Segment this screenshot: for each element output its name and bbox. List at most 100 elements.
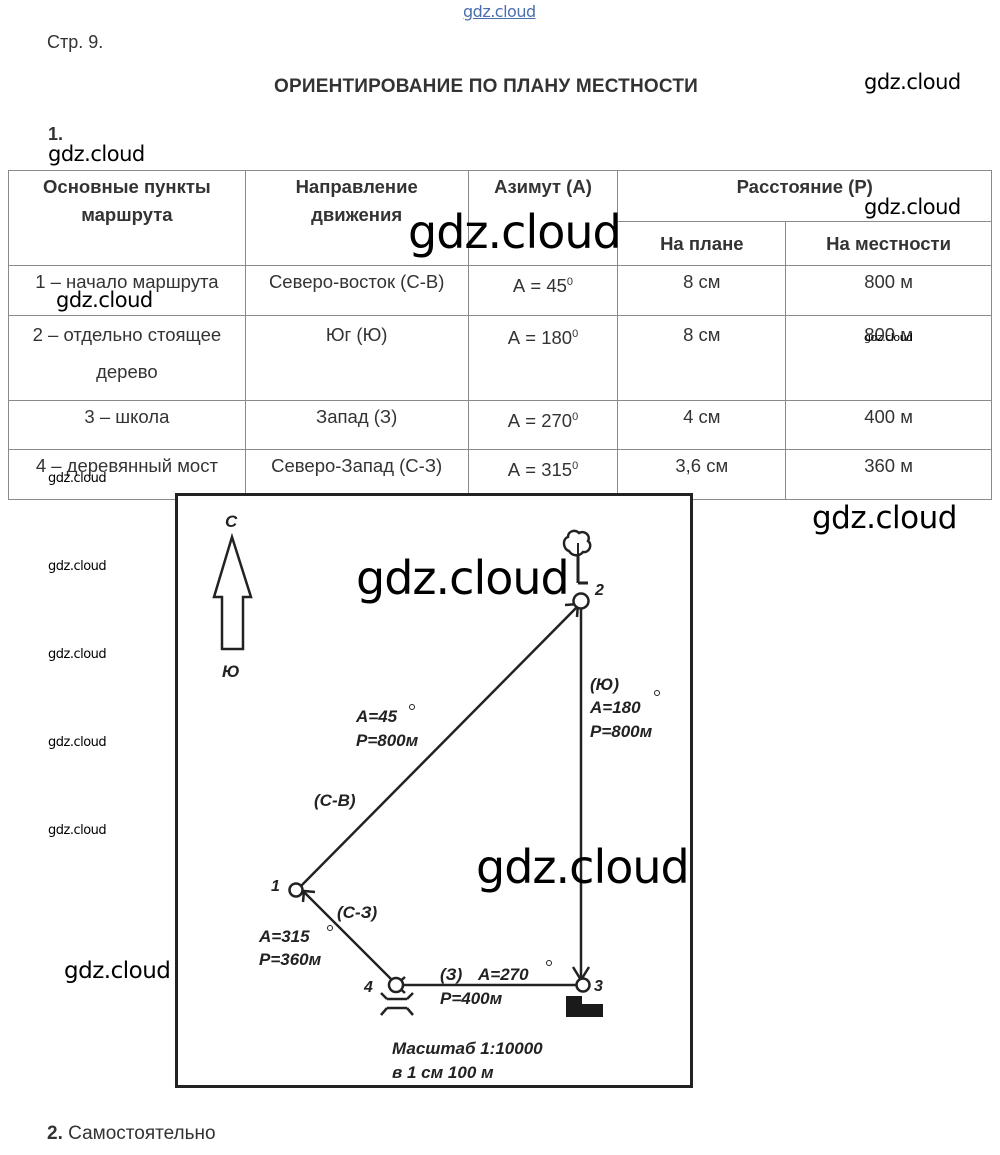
cell-point: 2 – отдельно стоящее дерево — [8, 315, 246, 401]
leg-2-3-direction: (Ю) — [590, 675, 619, 694]
cell-direction: Северо-Запад (С-З) — [244, 449, 469, 500]
point-1-label: 1 — [271, 878, 280, 895]
cell-point: 1 – начало маршрута — [8, 265, 246, 316]
header-on-ground: На местности — [785, 221, 992, 266]
point-3-marker — [575, 977, 591, 993]
leg-1-2-direction: (С-В) — [314, 791, 356, 810]
watermark: gdz.cloud — [48, 647, 107, 662]
leg-3-4-direction: (З) — [440, 965, 463, 984]
table-row: 3 – школа Запад (З) А = 2700 4 см 400 м — [8, 400, 992, 450]
point-4-label: 4 — [363, 979, 373, 996]
map-scale-note: в 1 см 100 м — [392, 1063, 494, 1082]
route-points — [288, 592, 591, 994]
school-icon — [566, 996, 603, 1017]
tree-icon — [562, 529, 592, 585]
table-row: 2 – отдельно стоящее дерево Юг (Ю) А = 1… — [8, 315, 992, 401]
point-2-marker — [572, 592, 590, 610]
watermark: gdz.cloud — [463, 2, 536, 21]
map-scale: Масштаб 1:10000 — [392, 1039, 543, 1058]
azimuth-value: А = 270 — [507, 410, 573, 432]
watermark: gdz.cloud — [48, 142, 145, 166]
cell-direction: Юг (Ю) — [244, 315, 469, 401]
route-leg-1-2 — [296, 603, 581, 891]
route-lines — [296, 601, 583, 987]
cell-point: 4 – деревянный мост — [8, 449, 246, 500]
leg-2-3-azimuth: А=180 — [589, 698, 641, 717]
degree-mark — [546, 960, 552, 966]
cell-direction: Запад (З) — [244, 400, 469, 450]
north-label: С — [225, 512, 238, 531]
point-1-marker — [288, 882, 304, 898]
leg-4-1-direction: (С-З) — [337, 903, 378, 922]
route-plan-map: С Ю 1 2 3 4 — [175, 493, 693, 1088]
table-row: 1 – начало маршрута Северо-восток (С-В) … — [8, 265, 992, 316]
cell-ground: 800 м — [785, 315, 992, 401]
watermark: gdz.cloud — [864, 70, 961, 94]
leg-2-3-distance: Р=800м — [590, 722, 653, 741]
cell-plan: 4 см — [617, 400, 787, 450]
watermark: gdz.cloud — [476, 840, 690, 894]
cell-azimuth: А = 450 — [467, 265, 619, 316]
page-label: Стр. 9. — [47, 32, 104, 52]
watermark: gdz.cloud — [864, 195, 961, 219]
watermark: gdz.cloud — [864, 331, 913, 344]
watermark: gdz.cloud — [48, 471, 107, 486]
degree-mark — [654, 690, 660, 696]
table-subheader-row: На плане На местности — [9, 221, 992, 266]
degree-mark: 0 — [572, 328, 579, 340]
degree-mark: 0 — [572, 411, 579, 423]
header-azimuth: Азимут (А) — [467, 170, 619, 266]
header-points: Основные пункты маршрута — [8, 170, 246, 266]
cell-azimuth: А = 1800 — [467, 315, 619, 401]
azimuth-value: А = 315 — [507, 459, 573, 481]
watermark: gdz.cloud — [812, 500, 957, 536]
header-distance: Расстояние (Р) — [617, 170, 992, 222]
leg-4-1-distance: Р=360м — [259, 950, 322, 969]
cell-ground: 800 м — [785, 265, 992, 316]
watermark: gdz.cloud — [48, 823, 107, 838]
degree-mark — [409, 704, 415, 710]
cell-point: 3 – школа — [8, 400, 246, 450]
cell-ground: 400 м — [785, 400, 992, 450]
header-on-plan: На плане — [617, 221, 787, 266]
watermark: gdz.cloud — [48, 735, 107, 750]
point-3-label: 3 — [594, 978, 603, 995]
cell-plan: 3,6 см — [617, 449, 787, 500]
cell-azimuth: А = 3150 — [467, 449, 619, 500]
watermark: gdz.cloud — [48, 559, 107, 574]
point-4-marker — [387, 976, 405, 994]
point-2-label: 2 — [594, 582, 604, 599]
table-header-row: Основные пункты маршрута Направление дви… — [8, 170, 992, 266]
leg-3-4-distance: Р=400м — [440, 989, 503, 1008]
map-frame — [175, 493, 693, 1088]
leg-3-4-azimuth: А=270 — [477, 965, 529, 984]
arrow-head-icon — [301, 889, 316, 903]
cell-direction: Северо-восток (С-В) — [244, 265, 469, 316]
leg-1-2-distance: Р=800м — [356, 731, 419, 750]
task-1-number: 1. — [48, 124, 64, 144]
route-table: Основные пункты маршрута Направление дви… — [8, 170, 992, 500]
watermark: gdz.cloud — [356, 551, 570, 605]
leg-1-2-azimuth: А=45 — [355, 707, 398, 726]
degree-mark — [327, 925, 333, 931]
bridge-icon — [380, 992, 414, 1016]
leg-4-1-azimuth: А=315 — [258, 927, 310, 946]
task-2: 2. Самостоятельно — [47, 1123, 216, 1145]
cell-plan: 8 см — [617, 315, 787, 401]
south-label: Ю — [222, 662, 240, 681]
watermark: gdz.cloud — [56, 288, 153, 312]
cell-ground: 360 м — [785, 449, 992, 500]
route-leg-4-1 — [302, 890, 395, 983]
table-row: 4 – деревянный мост Северо-Запад (С-З) А… — [8, 449, 992, 500]
cell-azimuth: А = 2700 — [467, 400, 619, 450]
watermark: gdz.cloud — [64, 958, 171, 984]
degree-mark: 0 — [566, 276, 574, 288]
cell-plan: 8 см — [617, 265, 787, 316]
north-arrow-icon — [212, 532, 253, 651]
watermark: gdz.cloud — [408, 205, 622, 259]
task-2-text: Самостоятельно — [68, 1123, 216, 1144]
azimuth-value: А = 180 — [507, 327, 573, 349]
task-2-number: 2. — [47, 1123, 63, 1144]
azimuth-value: А = 45 — [512, 275, 567, 297]
degree-mark: 0 — [572, 460, 579, 472]
